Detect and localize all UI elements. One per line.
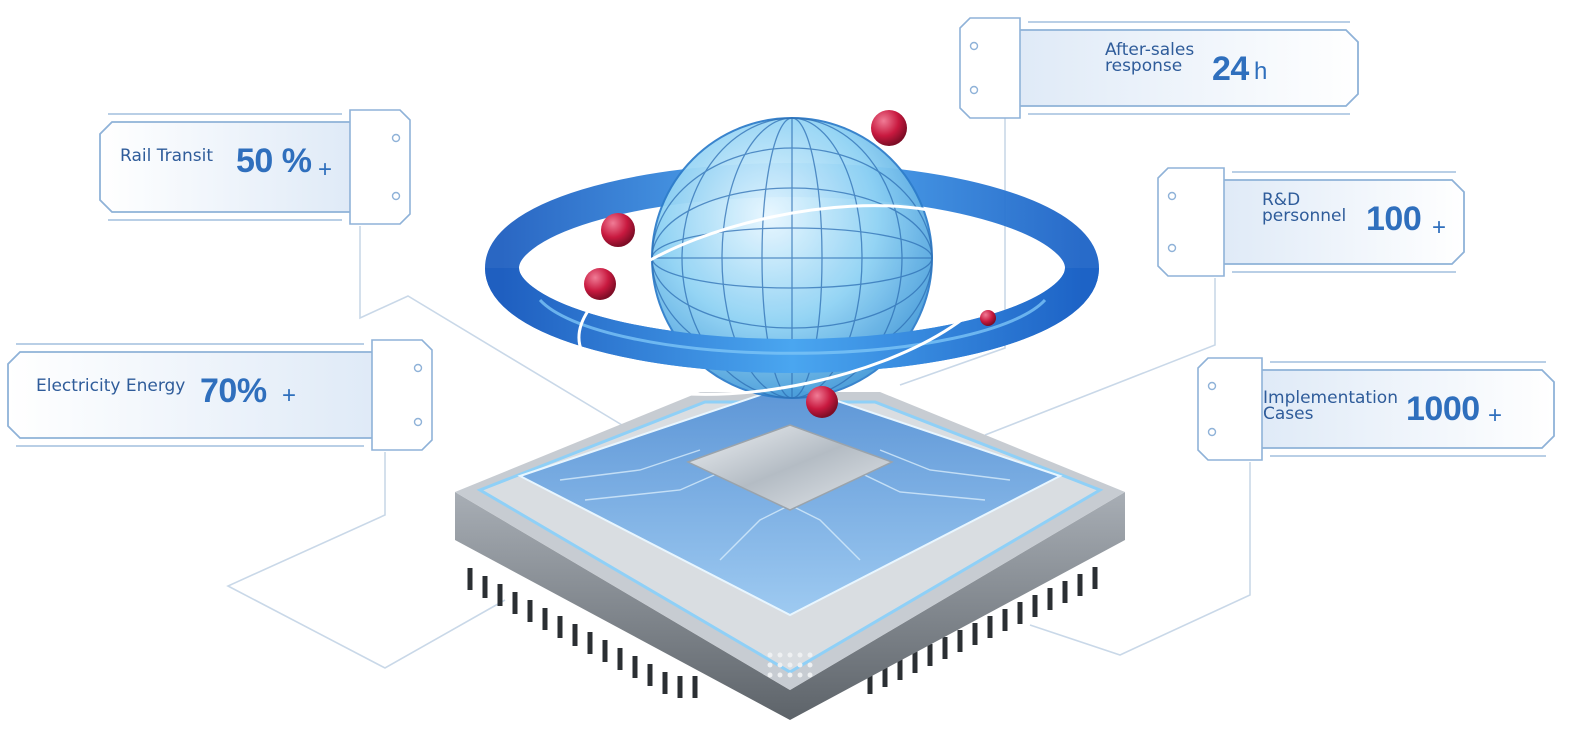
stat-suffix: h (1254, 58, 1268, 85)
ringed-globe-icon (485, 117, 1099, 399)
stat-label: After-sales (1105, 40, 1195, 60)
stat-suffix: + (1488, 402, 1503, 429)
stat-label: response (1105, 56, 1183, 76)
card-frame (99, 109, 411, 225)
stat-value: 100 (1366, 200, 1422, 238)
card-frame (1197, 357, 1555, 461)
stat-card-rail-transit: Rail Transit 50 %+ (99, 108, 411, 226)
orbit-sphere-icon (584, 110, 996, 418)
stat-value: 70% (200, 372, 267, 410)
stat-value: 50 % (236, 142, 312, 180)
card-frame (959, 17, 1359, 119)
stat-value: 1000 (1406, 390, 1480, 428)
stat-card-electricity-energy: Electricity Energy 70% + (7, 338, 433, 452)
stat-label: personnel (1262, 206, 1347, 226)
stat-suffix: + (282, 382, 297, 409)
card-frame (1157, 167, 1465, 277)
stat-label: Rail Transit (120, 146, 214, 166)
card-frame (7, 339, 433, 451)
stat-label: R&D (1262, 190, 1301, 210)
stat-suffix: + (318, 156, 333, 183)
stat-label: Cases (1263, 404, 1314, 424)
processor-chip-icon (455, 383, 1125, 720)
stat-value: 24 (1212, 50, 1249, 88)
stat-label: Electricity Energy (36, 376, 186, 396)
stat-label: Implementation (1263, 388, 1398, 408)
stat-suffix: + (1432, 214, 1447, 241)
